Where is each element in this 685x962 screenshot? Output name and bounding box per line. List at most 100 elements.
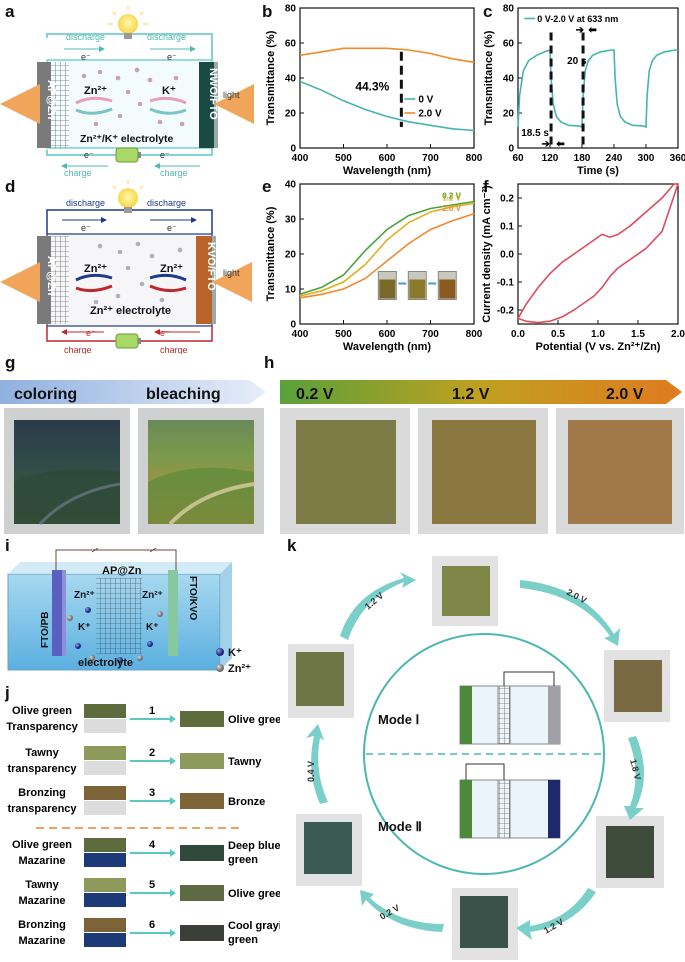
left-color-label: Mazarine — [18, 895, 65, 907]
right-electrode-label: NWO/FTO — [207, 68, 219, 120]
arrow-voltage-label: 1.2 V — [542, 917, 565, 936]
arrow-glyph: ➔ — [576, 25, 585, 36]
panel-d-schematic: discharge discharge e⁻ e⁻ AP@Zn KVO/FTO … — [0, 180, 252, 354]
arrow-1-8v — [624, 736, 644, 820]
mesh-electrode — [51, 62, 69, 148]
y-axis-label: Transmittance (%) — [265, 30, 277, 125]
left-color-label: Bronzing — [18, 919, 66, 931]
mode-2-device — [459, 763, 561, 839]
x-tick-label: 500 — [335, 329, 352, 340]
voltage-label: 1.2 V — [452, 386, 490, 403]
kvo-electrode — [196, 236, 212, 324]
series-label: 2.0 V — [442, 204, 461, 213]
left-color-label: Transparency — [6, 721, 78, 733]
x-tick-label: 60 — [512, 153, 524, 164]
nwo-electrode — [199, 62, 214, 148]
result-color-label: Deep blue- — [228, 840, 280, 852]
x-tick-label: 500 — [335, 153, 352, 164]
panel-label-d: d — [5, 177, 16, 196]
result-color-label: green — [228, 934, 258, 946]
ion-label: Zn²⁺ — [160, 263, 183, 275]
color-swatch — [84, 761, 126, 775]
x-tick-label: 1.5 — [631, 329, 645, 340]
ion-label: K⁺ — [146, 622, 159, 633]
x-tick-label: 240 — [606, 153, 623, 164]
electron-label: e⁻ — [160, 328, 170, 338]
x-tick-label: 600 — [379, 329, 396, 340]
apzn-mesh — [96, 578, 142, 654]
ion-label: Zn²⁺ — [84, 263, 107, 275]
combination-number: 1 — [149, 705, 155, 717]
device-photo-2-0v — [568, 420, 672, 524]
panel-i-schematic: FTO/PB FTO/KVO AP@Zn Zn²⁺ Zn²⁺ K⁺ K⁺ ele… — [7, 548, 251, 675]
result-swatch — [180, 885, 224, 901]
device-photo-0-2v — [296, 420, 396, 524]
color-swatch — [84, 719, 126, 733]
y-tick-label: 20 — [285, 109, 297, 120]
ion-label: K⁺ — [78, 622, 91, 633]
y-tick-label: 40 — [285, 180, 297, 191]
ion-label: Zn²⁺ — [84, 85, 107, 97]
y-tick-label: 80 — [503, 4, 515, 15]
left-electrode-label: FTO/PB — [40, 612, 51, 648]
x-tick-label: 700 — [422, 153, 439, 164]
legend-k-label: K⁺ — [228, 647, 242, 659]
arrow-2-0v — [520, 580, 620, 646]
kvo-electrode — [168, 570, 178, 656]
electrolyte-label: Zn²⁺ electrolyte — [90, 305, 171, 317]
mode-1-label: Mode Ⅰ — [378, 712, 419, 727]
combination-number: 6 — [149, 919, 155, 931]
panel-label-g: g — [5, 353, 16, 372]
panel-label-b: b — [262, 2, 273, 21]
x-tick-label: 1.0 — [591, 329, 605, 340]
x-tick-label: 180 — [574, 153, 591, 164]
arrow-voltage-label: 1.8 V — [628, 758, 643, 781]
y-tick-label: 0.1 — [500, 222, 514, 233]
device-photo-left-bottom — [304, 822, 352, 874]
left-color-label: Bronzing — [18, 787, 66, 799]
color-swatch — [84, 878, 126, 892]
result-swatch — [180, 925, 224, 941]
panel-label-f: f — [483, 177, 489, 196]
y-tick-label: 30 — [285, 215, 297, 226]
y-tick-label: 60 — [285, 39, 297, 50]
color-swatch — [84, 746, 126, 760]
zn-electrode — [37, 62, 51, 148]
color-swatch — [84, 801, 126, 815]
x-tick-label: 400 — [292, 329, 309, 340]
x-tick-label: 400 — [292, 153, 309, 164]
ion-label: Zn²⁺ — [74, 590, 95, 601]
panel-label-c: c — [483, 2, 493, 21]
y-tick-label: 10 — [285, 285, 297, 296]
left-color-label: Olive green — [12, 839, 72, 851]
series-line-1 — [299, 47, 475, 64]
discharge-label: discharge — [147, 198, 186, 208]
zn-electrode — [37, 236, 51, 324]
legend-label: 2.0 V — [418, 109, 442, 120]
voltage-arrow — [280, 380, 682, 404]
panel-label-j: j — [5, 683, 10, 702]
vial-liquid — [439, 279, 456, 299]
bulb-icon — [118, 188, 138, 208]
annotation-label: 20 s — [567, 56, 587, 67]
mode-2-label: Mode Ⅱ — [378, 819, 422, 834]
pb-electrode — [52, 570, 62, 656]
right-electrode-label: FTO/KVO — [187, 576, 198, 620]
combination-arrowhead — [170, 929, 176, 937]
electron-label: e⁻ — [84, 150, 94, 160]
combination-number: 3 — [149, 787, 155, 799]
result-swatch — [180, 845, 224, 861]
arrow-glyph: ⬅ — [555, 139, 565, 150]
y-tick-label: 0.2 — [500, 194, 514, 205]
ion-label: K⁺ — [162, 85, 176, 97]
y-axis-label: Transmittance (%) — [483, 30, 495, 125]
result-color-label: Bronze — [228, 796, 265, 808]
series-line-0 — [299, 80, 475, 132]
bleaching-label: bleaching — [146, 386, 221, 403]
discharge-label: discharge — [66, 198, 105, 208]
